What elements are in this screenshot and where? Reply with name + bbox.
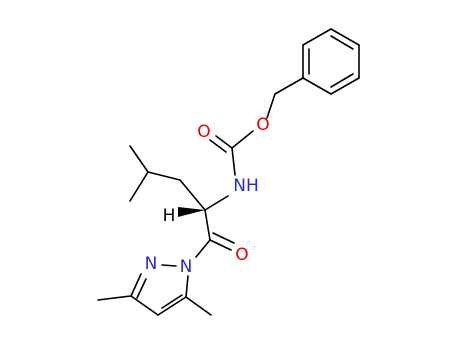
benzene-bond [330,77,360,95]
c5-methyl-bond [185,296,212,316]
nitrogen-to-alpha-bond [204,195,229,211]
benzene-bond [302,77,332,95]
pyrazole-bond [185,275,189,298]
ring-to-ch2-bond [274,77,304,95]
carbonyl-double-bond [209,139,227,153]
pyrazole-bond [157,296,187,316]
stereo-wedge-bond [178,207,205,217]
c3-methyl-bond [97,295,132,301]
atom-carbonyl-oxygen: O [197,122,210,142]
benzene-bond [330,28,360,46]
ch-to-methyl-bond [129,171,149,202]
atom-acyl-oxygen: O [235,245,248,265]
alpha-to-ch2-bond [179,179,206,211]
alpha-to-acyl-bond [204,209,211,241]
pyrazole-ring [130,264,189,316]
carbonyl-to-nitrogen-bond [231,147,236,176]
pyrazole-double-bond [136,278,147,299]
oxygen-to-carbonyl-bond [231,130,254,149]
atom-amide-nitrogen: NH [233,176,259,196]
carbonyl-double-bond [215,135,233,149]
benzene-inner-bond [330,73,354,88]
benzene-ring [302,28,360,95]
ch2-to-oxygen-bond [266,93,276,119]
acyl-double-bond [212,232,235,244]
atom-pyrazole-n2: N [145,254,158,274]
ch-to-methyl-bond [129,145,149,173]
acyl-to-n1-bond [195,239,211,258]
acyl-double-bond [209,239,232,251]
pyrazole-bond [130,273,142,297]
pyrazole-double-bond [161,294,183,309]
benzene-bond [302,28,332,46]
atom-pyrazole-n1: N [180,257,193,277]
pyrazole-bond [161,264,177,267]
atom-stereo-hydrogen: H [163,206,176,226]
ch2-to-ch-bond [147,171,181,181]
atom-ester-oxygen: O [256,115,269,135]
pyrazole-bond [130,295,159,316]
benzene-inner-bond [330,35,354,50]
